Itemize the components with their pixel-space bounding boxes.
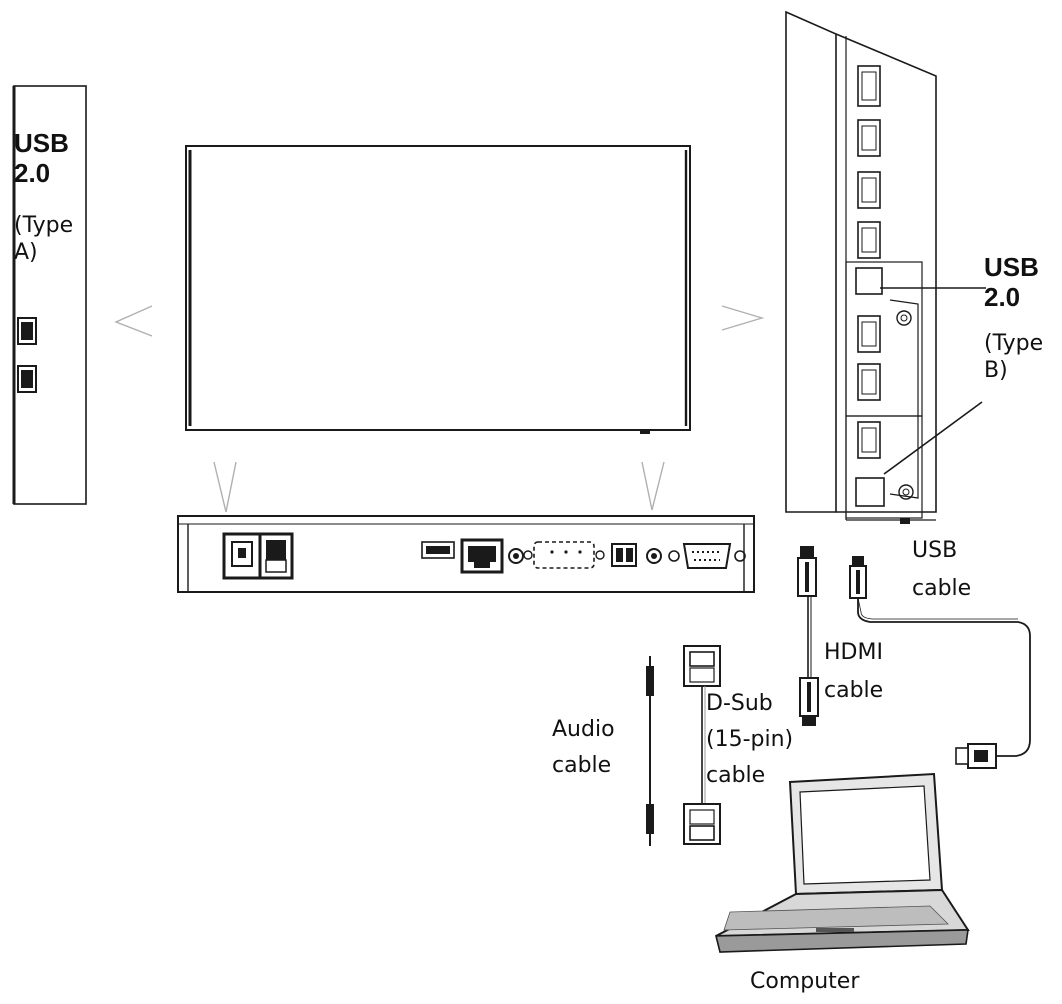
usb-type-b-line3: (Type	[984, 331, 1044, 356]
usb-b-port-top-icon	[855, 267, 883, 295]
vga-port-icon	[668, 543, 746, 569]
usb-a-port-1-icon	[17, 317, 37, 345]
usb-type-a-line2: 2.0	[14, 158, 51, 188]
bottom-right-chevron-icon	[641, 461, 665, 511]
left-view-chevron-icon	[114, 305, 153, 337]
hdmi-port-5-icon	[857, 315, 881, 353]
hdmi-cable-label: HDMI cable	[824, 634, 883, 710]
usb-type-a-line1: USB	[14, 128, 69, 158]
hdmi-port-6-icon	[857, 363, 881, 401]
usb-type-a-label: USB 2.0	[14, 128, 69, 188]
power-switch-icon	[258, 532, 294, 580]
usb-cable-line2: cable	[912, 576, 972, 601]
usb-b-callout-line-2	[883, 401, 983, 475]
hdmi-cable	[797, 546, 819, 726]
usb-type-b-line4: B)	[984, 358, 1008, 383]
computer-label: Computer	[750, 969, 860, 994]
hdmi-cable-line1: HDMI	[824, 640, 883, 665]
audio-cable	[646, 656, 654, 846]
usb-type-a-line3: (Type	[14, 213, 74, 238]
display-left-side-view	[12, 85, 87, 505]
dsub-cable-line1: D-Sub	[706, 691, 773, 716]
hdmi-cable-line2: cable	[824, 678, 884, 703]
hdmi-port-1-icon	[857, 65, 881, 107]
audio-out-jack-icon	[646, 548, 662, 564]
dsub-cable-line2: (15-pin)	[706, 727, 794, 752]
lan-port-icon	[460, 538, 504, 574]
hdmi-port-7-icon	[857, 421, 881, 459]
audio-cable-label: Audio cable	[552, 712, 615, 784]
audio-jack-icon	[508, 548, 524, 564]
hdmi-port-3-icon	[857, 171, 881, 209]
screw-bottom-icon	[898, 484, 914, 500]
display-front-view	[185, 145, 691, 434]
power-socket-icon	[222, 532, 262, 580]
audio-cable-line1: Audio	[552, 717, 615, 742]
usb-service-port-icon	[611, 543, 637, 567]
hdmi-port-2-icon	[857, 119, 881, 157]
dsub-cable-line3: cable	[706, 763, 766, 788]
usb-cable-label: USB cable	[912, 532, 971, 608]
right-view-chevron-icon	[721, 305, 765, 331]
ir-port-icon	[421, 541, 455, 559]
usb-type-b-label: USB 2.0	[984, 252, 1039, 312]
dsub-cable	[683, 645, 721, 845]
display-bottom-view	[177, 515, 755, 593]
rs232-port-icon	[523, 541, 605, 569]
hdmi-port-4-icon	[857, 221, 881, 259]
usb-type-b-sublabel: (Type B)	[984, 330, 1043, 384]
usb-type-a-sublabel: (Type A)	[14, 212, 73, 266]
usb-cable	[849, 556, 1031, 769]
usb-cable-line1: USB	[912, 538, 958, 563]
audio-cable-line2: cable	[552, 753, 612, 778]
usb-type-b-line1: USB	[984, 252, 1039, 282]
display-right-side-view	[785, 10, 937, 524]
usb-type-b-line2: 2.0	[984, 282, 1021, 312]
bottom-left-chevron-icon	[213, 461, 237, 513]
usb-a-port-2-icon	[17, 365, 37, 393]
usb-b-port-bottom-icon	[855, 477, 885, 507]
screw-top-icon	[896, 310, 912, 326]
dsub-cable-label: D-Sub (15-pin) cable	[706, 686, 793, 794]
usb-type-a-line4: A)	[14, 240, 38, 265]
laptop-computer-icon	[714, 772, 970, 953]
